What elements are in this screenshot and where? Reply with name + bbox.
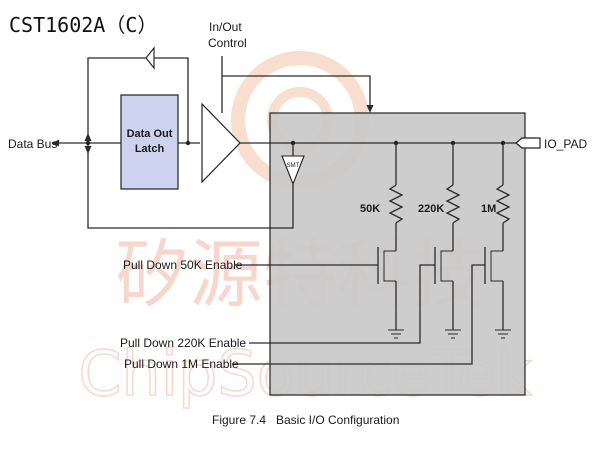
control-wire (221, 56, 371, 107)
smt-return-wire (87, 143, 294, 229)
data-out-latch (120, 94, 179, 190)
smt-label: SMT (287, 163, 300, 169)
latch-label-line1: Data Out (127, 128, 173, 140)
resistor-220k-label: 220K (418, 203, 444, 215)
resistor-1m-icon (495, 184, 511, 224)
figure-number: Figure 7.4 (212, 413, 266, 427)
part-number: CST1602A（C） (9, 13, 157, 37)
loop-up-arrow-icon (84, 133, 92, 141)
control-arrow-icon (366, 105, 374, 113)
pd-220k-label: Pull Down 220K Enable (120, 336, 246, 350)
pad-side-box (269, 112, 526, 396)
junction-dot (185, 140, 191, 146)
smt-buffer-icon (281, 155, 305, 186)
loop-top-wire (87, 57, 189, 143)
smt-return-arrow-icon (84, 146, 92, 154)
pd-1m-wire (232, 264, 485, 365)
pull-down-leg-50k (377, 143, 404, 339)
io-pad-icon (515, 137, 541, 149)
resistor-1m-label: 1M (481, 203, 496, 215)
latch-label-line2: Latch (135, 143, 165, 155)
pd-1m-label: Pull Down 1M Enable (124, 357, 239, 371)
resistor-50k-label: 50K (360, 203, 380, 215)
pull-down-leg-1m (484, 143, 511, 339)
transistor-1m-icon (490, 250, 503, 282)
data-bus-label: Data Bus (8, 137, 57, 151)
in-out-control-label-line1: In/Out (209, 20, 242, 34)
pd-220k-wire (249, 264, 435, 344)
figure-title: Basic I/O Configuration (276, 413, 399, 427)
resistor-220k-icon (445, 184, 461, 224)
junctions (85, 140, 506, 146)
transistor-50k-icon (383, 250, 396, 282)
resistor-50k-icon (388, 184, 404, 224)
loop-buffer-icon (145, 46, 155, 70)
io-pad-label: IO_PAD (544, 137, 587, 151)
data-bus-arrow-icon (52, 139, 59, 147)
junction-dot (85, 140, 91, 146)
output-buffer-icon (201, 102, 241, 184)
pd-50k-label: Pull Down 50K Enable (123, 258, 243, 272)
in-out-control-label-line2: Control (208, 36, 247, 50)
pull-down-leg-220k (434, 143, 461, 339)
junction-dot (290, 140, 296, 146)
transistor-220k-icon (440, 250, 453, 282)
